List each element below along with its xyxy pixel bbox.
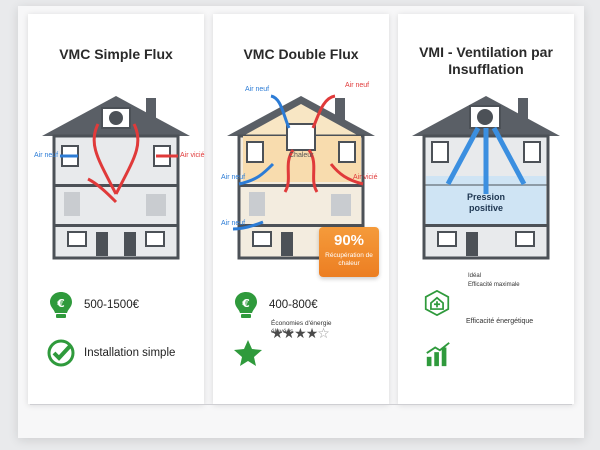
feature-price: € 400-800€ <box>231 290 318 320</box>
label-air-neuf: Air neuf <box>34 152 59 159</box>
card-vmc-double-flux: VMC Double Flux <box>213 14 389 404</box>
fan-icon <box>469 105 501 129</box>
label-chaleur: Chaleur <box>289 152 314 159</box>
feature-text: Installation simple <box>84 347 176 359</box>
heat-exchanger-icon <box>286 123 316 151</box>
check-badge-icon <box>47 339 75 367</box>
note-efficiency: Efficacité maximale <box>468 282 520 288</box>
card-title: VMI - Ventilation par Insufflation <box>419 44 553 77</box>
house-diagram <box>42 96 190 260</box>
card-title: VMC Simple Flux <box>59 46 173 62</box>
bar-chart-icon <box>426 342 450 367</box>
euro-bulb-icon: € <box>50 292 72 318</box>
star-icon <box>234 340 262 366</box>
card-title: VMC Double Flux <box>243 46 359 62</box>
label-air-neuf-top-left: Air neuf <box>245 86 270 93</box>
label-air-neuf-mid-left: Air neuf <box>221 174 246 181</box>
feature-text: 400-800€ <box>269 299 318 311</box>
pressure-label: Pression positive <box>466 192 506 213</box>
badge-text: Récupération de chaleur <box>325 252 373 267</box>
label-air-neuf-top-right: Air neuf <box>345 82 370 89</box>
feature-energy-text: Efficacité énergétique <box>466 318 534 325</box>
house-diagram <box>227 94 375 260</box>
card-vmi: VMI - Ventilation par Insufflation <box>398 14 574 404</box>
heat-recovery-badge: 90% Récupération de chaleur <box>319 227 379 277</box>
badge-value: 90% <box>333 232 365 249</box>
airflow-arrows <box>445 126 527 194</box>
fan-icon <box>101 107 131 129</box>
label-air-vicie: Air vicié <box>180 152 205 159</box>
rating-stars: ★★★★☆ <box>271 326 330 342</box>
half-star-rating-icon: ☆ <box>317 326 330 342</box>
footer-divider <box>30 404 572 405</box>
airflow-arrows <box>232 94 364 231</box>
label-air-neuf-low-left: Air neuf <box>221 220 246 227</box>
feature-text: 500-1500€ <box>84 299 139 311</box>
feature-installation: Installation simple <box>46 338 175 368</box>
star-rating-icon: ★ <box>282 326 296 342</box>
house-diagram <box>412 96 560 260</box>
euro-bulb-icon: € <box>235 292 257 318</box>
star-rating-icon: ★ <box>294 326 307 342</box>
feature-price: € 500-1500€ <box>46 290 139 320</box>
card-vmc-simple-flux: VMC Simple Flux <box>28 14 205 404</box>
house-plus-icon <box>424 290 450 316</box>
airflow-arrows <box>60 123 178 204</box>
infographic-sheet: VMC Simple Flux <box>18 6 584 438</box>
note-ideal: Idéal <box>468 273 482 279</box>
star-rating-icon: ★ <box>271 326 284 342</box>
svg-text:€: € <box>241 297 250 310</box>
star-rating-icon: ★ <box>305 326 319 342</box>
label-air-vicie: Air vicié <box>353 174 378 181</box>
svg-text:€: € <box>56 297 65 310</box>
feature-energy-text: Économies d'énergie élevées <box>271 320 332 335</box>
